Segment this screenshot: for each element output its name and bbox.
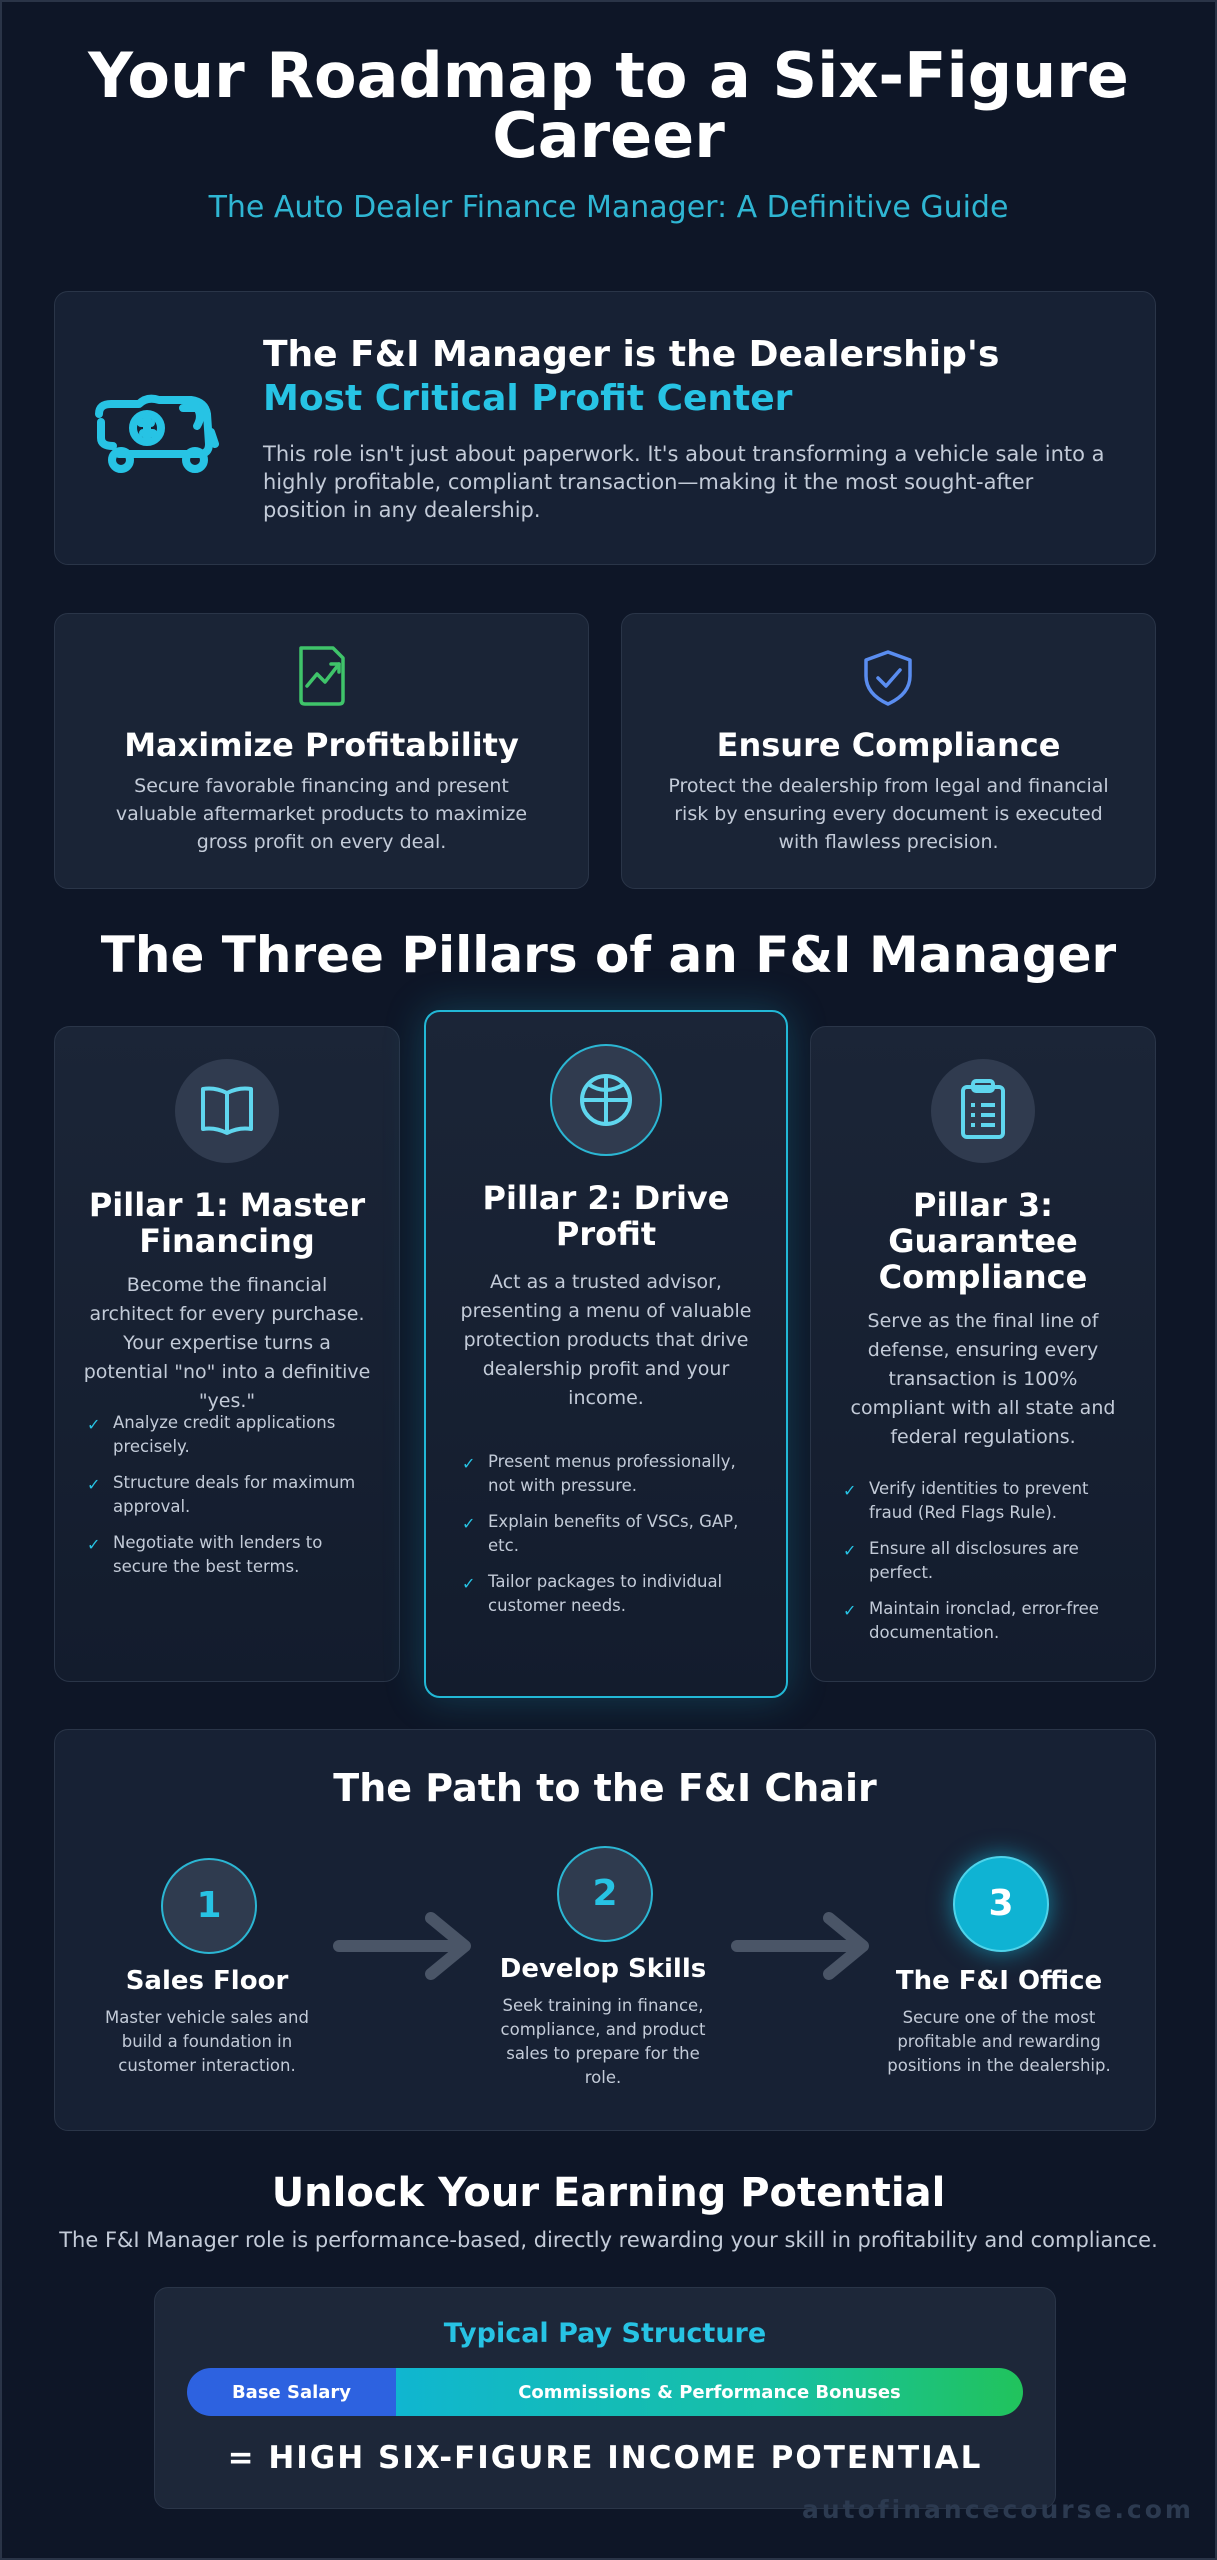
path-title: The Path to the F&I Chair <box>333 1766 877 1810</box>
pillar-title: Pillar 2: Drive Profit <box>482 1179 730 1253</box>
pillar-card-compliance: Pillar 3: Guarantee Compliance Serve as … <box>810 1026 1156 1682</box>
checklist-item: ✓Verify identities to prevent fraud (Red… <box>843 1479 1089 1522</box>
check-icon: ✓ <box>843 1481 857 1500</box>
check-icon: ✓ <box>843 1601 857 1620</box>
book-icon <box>175 1059 279 1163</box>
growth-chart-icon <box>55 644 588 706</box>
step-title: The F&I Office <box>895 1966 1103 1996</box>
watermark: autofinancecourse.com <box>802 2495 1194 2524</box>
pillars-heading: The Three Pillars of an F&I Manager <box>100 926 1117 984</box>
income-potential-text: = HIGH SIX-FIGURE INCOME POTENTIAL <box>227 2440 983 2476</box>
step-description: Seek training in finance, compliance, an… <box>500 1996 706 2087</box>
checklist-item: ✓Ensure all disclosures are perfect. <box>843 1539 1079 1582</box>
step-number-badge: 2 <box>557 1846 653 1942</box>
globe-icon <box>550 1044 662 1156</box>
pillar-description: Become the financial architect for every… <box>83 1274 371 1412</box>
earnings-title: Unlock Your Earning Potential <box>271 2170 946 2216</box>
pillar-title: Pillar 1: Master Financing <box>88 1186 366 1260</box>
earnings-description: The F&I Manager role is performance-base… <box>59 2228 1158 2252</box>
check-icon: ✓ <box>462 1574 476 1593</box>
step-description: Master vehicle sales and build a foundat… <box>105 2008 309 2075</box>
hero-title-line1: The F&I Manager is the Dealership's <box>263 334 1000 375</box>
step-title: Develop Skills <box>499 1954 707 1984</box>
arrow-right-icon <box>333 1912 471 1980</box>
pillar-checklist: ✓Present menus professionally, not with … <box>462 1450 752 1630</box>
arrow-right-icon <box>731 1912 869 1980</box>
page-subtitle: The Auto Dealer Finance Manager: A Defin… <box>208 190 1009 225</box>
step-title: Sales Floor <box>125 1966 289 1996</box>
pillar-card-financing: Pillar 1: Master Financing Become the fi… <box>54 1026 400 1682</box>
check-icon: ✓ <box>87 1415 101 1434</box>
pay-structure-title: Typical Pay Structure <box>443 2318 767 2349</box>
pay-structure-bar: Base Salary Commissions & Performance Bo… <box>187 2368 1023 2416</box>
checklist-item: ✓Structure deals for maximum approval. <box>87 1473 356 1516</box>
checklist-item: ✓Analyze credit applications precisely. <box>87 1413 336 1456</box>
checklist-item: ✓Explain benefits of VSCs, GAP, etc. <box>462 1512 739 1555</box>
check-icon: ✓ <box>87 1535 101 1554</box>
compliance-description: Protect the dealership from legal and fi… <box>668 775 1109 853</box>
hero-description: This role isn't just about paperwork. It… <box>263 442 1105 522</box>
hero-card: The F&I Manager is the Dealership's Most… <box>54 291 1156 565</box>
check-icon: ✓ <box>462 1514 476 1533</box>
checklist-item: ✓Negotiate with lenders to secure the be… <box>87 1533 323 1576</box>
clipboard-icon <box>931 1059 1035 1163</box>
profitability-card: Maximize Profitability Secure favorable … <box>54 613 589 889</box>
base-salary-segment: Base Salary <box>187 2368 396 2416</box>
checklist-item: ✓Present menus professionally, not with … <box>462 1452 736 1495</box>
profitability-description: Secure favorable financing and present v… <box>115 775 528 853</box>
page-title: Your Roadmap to a Six-Figure Career <box>88 39 1129 172</box>
checklist-item: ✓Maintain ironclad, error-free documenta… <box>843 1599 1099 1642</box>
pillar-description: Act as a trusted advisor, presenting a m… <box>460 1271 752 1409</box>
shield-check-icon <box>622 644 1155 706</box>
compliance-card: Ensure Compliance Protect the dealership… <box>621 613 1156 889</box>
check-icon: ✓ <box>462 1454 476 1473</box>
step-number-badge: 1 <box>161 1858 257 1954</box>
step-description: Secure one of the most profitable and re… <box>887 2008 1111 2075</box>
profitability-title: Maximize Profitability <box>124 726 519 764</box>
hero-title-line2: Most Critical Profit Center <box>263 378 793 419</box>
car-money-icon <box>93 392 219 476</box>
step-number-badge: 3 <box>953 1856 1049 1952</box>
check-icon: ✓ <box>87 1475 101 1494</box>
check-icon: ✓ <box>843 1541 857 1560</box>
career-path-card: The Path to the F&I Chair 1 Sales Floor … <box>54 1729 1156 2131</box>
compliance-title: Ensure Compliance <box>716 726 1061 764</box>
pay-structure-card: Typical Pay Structure Base Salary Commis… <box>154 2287 1056 2509</box>
pillar-card-profit: Pillar 2: Drive Profit Act as a trusted … <box>424 1010 788 1698</box>
checklist-item: ✓Tailor packages to individual customer … <box>462 1572 723 1615</box>
commission-segment: Commissions & Performance Bonuses <box>396 2368 1023 2416</box>
pillar-checklist: ✓Verify identities to prevent fraud (Red… <box>843 1477 1127 1657</box>
pillar-description: Serve as the final line of defense, ensu… <box>850 1310 1116 1448</box>
pillar-checklist: ✓Analyze credit applications precisely. … <box>87 1411 371 1591</box>
pillar-title: Pillar 3: Guarantee Compliance <box>878 1186 1088 1296</box>
